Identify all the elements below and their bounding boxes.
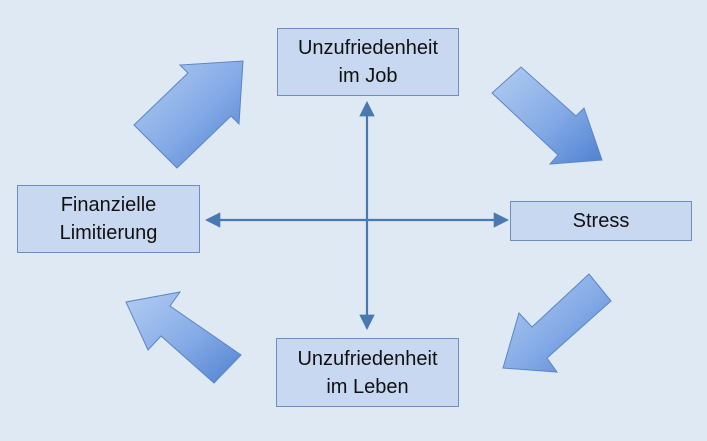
node-life-dissatisfaction-line2: im Leben — [326, 375, 409, 398]
node-life-dissatisfaction: Unzufriedenheit im Leben — [276, 338, 459, 407]
node-financial-limitation-line2: Limitierung — [59, 222, 158, 244]
node-job-dissatisfaction: Unzufriedenheit im Job — [277, 28, 459, 96]
node-stress: Stress — [510, 201, 692, 241]
node-job-dissatisfaction-line2: im Job — [338, 65, 398, 87]
block-arrow-right-to-bottom — [502, 273, 612, 373]
node-stress-label: Stress — [572, 210, 630, 232]
block-arrow-top-to-right — [491, 66, 603, 165]
node-financial-limitation: Finanzielle Limitierung — [17, 185, 200, 253]
node-financial-limitation-line1: Finanzielle — [60, 194, 157, 216]
block-arrow-bottom-to-left — [125, 291, 242, 384]
block-arrow-left-to-top — [133, 60, 244, 169]
node-job-dissatisfaction-line1: Unzufriedenheit — [297, 37, 439, 59]
node-life-dissatisfaction-line1: Unzufriedenheit — [297, 347, 438, 370]
